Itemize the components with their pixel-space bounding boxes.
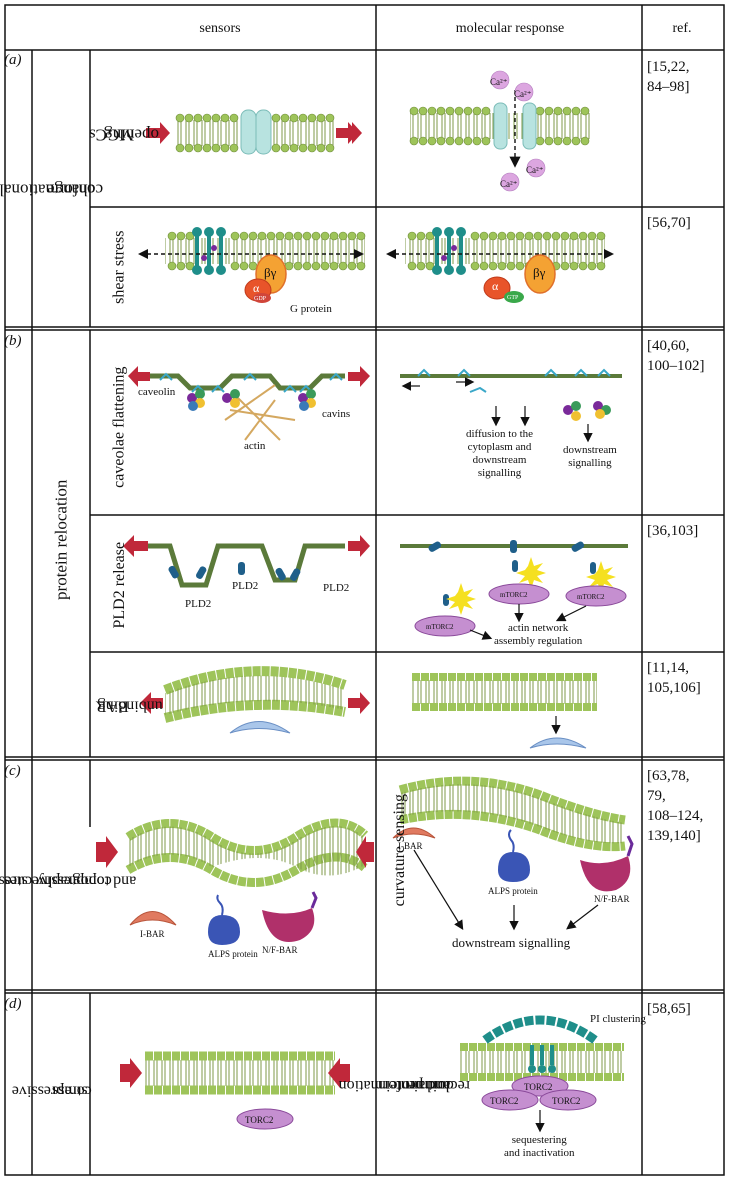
caveolin-label: caveolin [138, 386, 176, 398]
torc2-label: TORC2 [245, 1115, 274, 1125]
torc2-label: TORC2 [490, 1096, 519, 1106]
compressive-sensor-diagram [120, 1051, 350, 1130]
ref-bar: [11,14,105,106] [647, 660, 701, 696]
g-protein-label: G protein [290, 303, 332, 315]
mtorc2-label: mTORC2 [500, 591, 528, 599]
ref-compressive: [58,65] [647, 1001, 691, 1017]
alpha-label: α [253, 281, 260, 295]
downstream-signalling-label: downstream signalling [452, 935, 571, 950]
section-letter-a: (a) [4, 52, 22, 68]
ref-mgcs: [15,22,84–98] [647, 59, 690, 95]
actin-filaments [224, 384, 296, 441]
pld2-sensor-diagram [123, 535, 370, 588]
nf-bar-protein [262, 908, 315, 942]
bar-response-diagram [412, 673, 597, 749]
actin-label: actin [244, 440, 266, 452]
mtorc2-label: mTORC2 [577, 593, 605, 601]
mgcs-sensor-diagram [146, 109, 362, 155]
ion-label: Ca²⁺ [500, 179, 518, 189]
gdp [253, 293, 271, 303]
caveolae-response-diagram [400, 368, 622, 443]
alpha-label: α [492, 279, 499, 293]
category-protein-relocation: protein relocation [51, 479, 71, 601]
header-ref: ref. [672, 21, 692, 36]
shear-response-diagram [386, 227, 614, 303]
mtorc2-label: mTORC2 [426, 623, 454, 631]
calcium-ions [490, 70, 546, 192]
alps-protein [208, 915, 240, 945]
ibar-label: I-BAR [398, 841, 423, 851]
caveolae-sensor-diagram [128, 366, 370, 441]
torc2-complex [236, 1108, 294, 1130]
gtp-label: GTP [507, 295, 519, 301]
section-letter-b: (b) [4, 333, 22, 349]
pld2-proteins [168, 562, 301, 581]
row-label-pld2: PLD2 release [110, 541, 128, 629]
alps-label: ALPS protein [208, 949, 258, 959]
row-label-caveolae: caveolae flattening [110, 366, 128, 489]
torc2-label: TORC2 [552, 1096, 581, 1106]
topography-sensor-diagram [96, 818, 374, 945]
ibar-label: I-BAR [140, 929, 165, 939]
curvature-response-diagram [392, 776, 634, 931]
nfbar-label: N/F-BAR [262, 945, 298, 955]
cavin-complex [187, 389, 316, 411]
ref-shear: [56,70] [647, 215, 691, 231]
table-grid [4, 4, 725, 1176]
gdp-label: GDP [254, 296, 267, 302]
row-label-shear: shear stress [110, 230, 128, 305]
pi-clusters [482, 1015, 598, 1044]
betagamma-label: βγ [264, 265, 277, 280]
torc2-label: TORC2 [524, 1082, 553, 1092]
stretch-arrow-right-head [336, 122, 358, 144]
mgc-channel-closed [240, 109, 272, 155]
pi-clustering-label: PI clustering [590, 1013, 646, 1025]
gpcr-receptor [192, 227, 226, 275]
ref-topography: [63,78,79,108–124,139,140] [647, 768, 704, 844]
mgcs-response-diagram [409, 70, 590, 192]
cavins-label: cavins [322, 408, 351, 420]
betagamma-label: βγ [533, 265, 546, 280]
pld2-label: PLD2 [232, 580, 259, 592]
bar-protein [229, 721, 291, 734]
bar-sensor-diagram [140, 666, 370, 734]
section-letter-c: (c) [4, 763, 21, 779]
header-sensors: sensors [199, 21, 241, 36]
pld2-label: PLD2 [323, 582, 350, 594]
ion-label: Ca²⁺ [514, 89, 532, 99]
ion-label: Ca²⁺ [490, 77, 508, 87]
ref-caveolae: [40,60,100–102] [647, 338, 705, 374]
header-response: molecular response [455, 21, 565, 36]
shear-sensor-diagram [138, 227, 366, 303]
pld2-label: PLD2 [185, 598, 212, 610]
mtorc2-complex [414, 615, 476, 637]
stretch-arrow-left [146, 122, 170, 144]
ref-pld2: [36,103] [647, 523, 699, 539]
alps-label: ALPS protein [488, 886, 538, 896]
section-letter-d: (d) [4, 996, 22, 1012]
pld2-response-diagram [400, 540, 628, 640]
nfbar-label: N/F-BAR [594, 894, 630, 904]
mgc-channel-open [493, 102, 537, 150]
mtorc2-complex [565, 585, 627, 607]
ion-label: Ca²⁺ [526, 165, 544, 175]
domain-response-diagram [460, 1015, 624, 1133]
